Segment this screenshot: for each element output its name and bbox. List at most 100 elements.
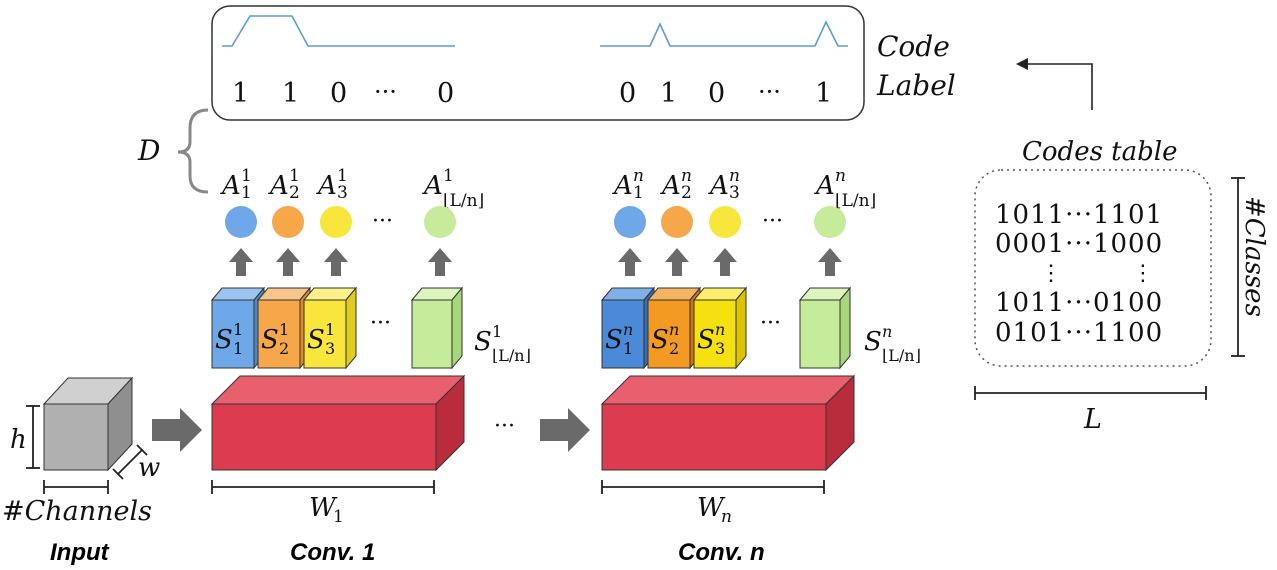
svg-text:n: n: [729, 166, 740, 186]
svg-text:n: n: [721, 507, 732, 527]
code-bit: ···: [758, 78, 781, 106]
convn-caption: Conv. n: [678, 539, 765, 566]
convn-up-arrows: [618, 248, 842, 276]
svg-text:S: S: [651, 325, 669, 355]
convn-width-bracket: [601, 480, 825, 494]
up-arrow-icon: [276, 248, 300, 276]
up-arrow-icon: [713, 248, 737, 276]
svg-text:⌊L/n⌋: ⌊L/n⌋: [835, 191, 876, 211]
up-arrow-icon: [229, 248, 253, 276]
activation-node: [225, 206, 257, 238]
conv1-caption: Conv. 1: [290, 539, 375, 566]
conv1-segment-3: [302, 286, 358, 370]
convn-activation-labels: A n 1 A n 2 A n 3 A n ⌊L/n⌋: [612, 166, 876, 211]
svg-text:1: 1: [241, 183, 252, 203]
code-bit: 1: [282, 78, 299, 109]
classes-label: #Classes: [1239, 196, 1269, 317]
code-row: 1011···1101: [995, 200, 1163, 230]
codes-table-rows: 1011···1101 0001···1000 ⋮ ⋮ 1011···0100 …: [995, 200, 1163, 348]
between-ellipsis: ···: [494, 414, 515, 439]
activation-node: [661, 206, 693, 238]
code-bit: 1: [232, 78, 249, 109]
code-label-title-1: Code: [877, 30, 950, 63]
svg-text:A: A: [612, 171, 633, 201]
code-bit: 0: [619, 78, 636, 109]
svg-text:1: 1: [492, 322, 502, 341]
svg-text:1: 1: [333, 507, 344, 527]
svg-text:S: S: [261, 325, 279, 355]
activation-ellipsis: ···: [762, 209, 783, 234]
right-arrow-icon: [540, 408, 590, 452]
activation-node: [320, 206, 352, 238]
input-w-label: w: [138, 453, 160, 483]
code-signal-left: [222, 15, 455, 47]
classes-bracket: [1231, 177, 1245, 357]
right-arrow-icon: [152, 408, 202, 452]
activation-node: [424, 206, 456, 238]
code-bit: 1: [660, 78, 677, 109]
conv1-up-arrows: [229, 248, 452, 276]
svg-text:1: 1: [337, 166, 348, 186]
conv1-width-bracket: [211, 480, 435, 494]
svg-text:n: n: [669, 320, 679, 339]
svg-text:A: A: [268, 171, 289, 201]
svg-text:1: 1: [289, 166, 300, 186]
svg-text:3: 3: [715, 339, 725, 358]
segment-ellipsis: ···: [370, 311, 391, 336]
activation-node: [709, 206, 741, 238]
svg-text:S: S: [307, 325, 325, 355]
code-row: ⋮ ⋮: [1040, 261, 1154, 286]
svg-text:A: A: [220, 171, 241, 201]
up-arrow-icon: [818, 248, 842, 276]
codes-table-title: Codes table: [1022, 137, 1177, 167]
convn-segment-3: [692, 286, 748, 370]
code-row: 0101···1100: [995, 318, 1163, 348]
svg-text:1: 1: [233, 339, 243, 358]
input-caption: Input: [50, 539, 110, 566]
svg-text:1: 1: [623, 339, 633, 358]
code-row: 0001···1000: [995, 229, 1163, 259]
activation-ellipsis: ···: [372, 209, 393, 234]
segment-ellipsis: ···: [760, 311, 781, 336]
svg-text:A: A: [422, 171, 443, 201]
up-arrow-icon: [428, 248, 452, 276]
svg-text:2: 2: [289, 183, 300, 203]
svg-text:2: 2: [279, 339, 289, 358]
input-channels-bracket: [43, 480, 109, 494]
svg-text:S: S: [697, 325, 715, 355]
svg-text:S: S: [474, 327, 492, 357]
svg-text:S: S: [215, 325, 233, 355]
input-w-bracket: [112, 444, 148, 480]
code-bit: 0: [437, 78, 454, 109]
input-h-label: h: [10, 425, 27, 455]
svg-text:W: W: [309, 493, 338, 523]
activation-node: [814, 206, 846, 238]
codes-to-label-arrow: [1016, 58, 1093, 110]
svg-text:⌊L/n⌋: ⌊L/n⌋: [882, 346, 921, 365]
convn-segment-last: [798, 286, 852, 370]
activation-node: [614, 206, 646, 238]
convn-group: A n 1 A n 2 A n 3 A n ⌊L/n⌋ ···: [600, 166, 921, 566]
svg-text:W: W: [697, 493, 726, 523]
code-bit: 1: [815, 78, 832, 109]
input-cube: [42, 376, 134, 472]
svg-text:A: A: [708, 171, 729, 201]
svg-text:1: 1: [325, 320, 335, 339]
d-brace-icon: [177, 108, 209, 194]
activation-node: [272, 206, 304, 238]
dimension-d-label: D: [137, 134, 160, 167]
code-bit: ···: [374, 78, 397, 106]
input-h-bracket: [26, 405, 40, 469]
svg-text:n: n: [882, 322, 892, 341]
svg-text:3: 3: [729, 183, 740, 203]
svg-text:1: 1: [233, 320, 243, 339]
code-signal-right: [600, 20, 848, 47]
conv1-feature-block: [210, 374, 466, 472]
code-label-box: 1 1 0 ··· 0 0 1 0 ··· 1: [211, 5, 865, 121]
code-label-title-2: Label: [876, 69, 956, 102]
svg-text:n: n: [681, 166, 692, 186]
svg-text:S: S: [605, 325, 623, 355]
code-bit: 0: [330, 78, 347, 109]
svg-text:n: n: [623, 320, 633, 339]
